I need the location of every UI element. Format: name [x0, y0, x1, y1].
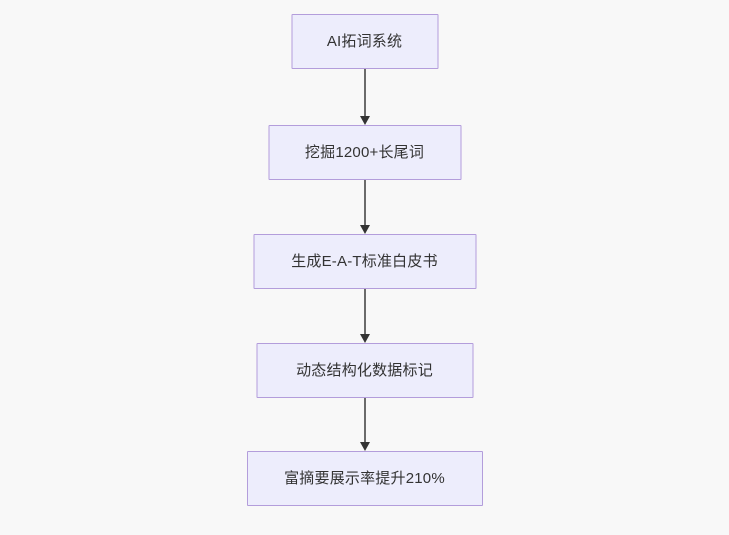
- flow-connector-n4-n5: [358, 398, 372, 451]
- arrow-down-icon: [359, 225, 370, 234]
- connector-line: [363, 289, 366, 335]
- flow-node-label: AI拓词系统: [326, 33, 403, 50]
- arrow-down-icon: [359, 116, 370, 125]
- arrow-down-icon: [359, 442, 370, 451]
- flow-node-label: 挖掘1200+长尾词: [304, 144, 425, 161]
- flow-node-label: 生成E-A-T标准白皮书: [291, 253, 438, 270]
- flow-connector-n1-n2: [358, 69, 372, 125]
- flow-node-label: 富摘要展示率提升210%: [284, 470, 445, 487]
- flow-node-generate-eat-whitepaper[interactable]: 生成E-A-T标准白皮书: [253, 234, 476, 289]
- flow-node-rich-snippet-impression-lift[interactable]: 富摘要展示率提升210%: [246, 451, 483, 506]
- flow-node-mine-longtail-keywords[interactable]: 挖掘1200+长尾词: [268, 125, 461, 180]
- arrow-down-icon: [359, 334, 370, 343]
- connector-line: [363, 180, 366, 226]
- flow-node-ai-keyword-system[interactable]: AI拓词系统: [291, 14, 438, 69]
- flow-node-label: 动态结构化数据标记: [296, 362, 433, 379]
- flow-node-dynamic-structured-data-markup[interactable]: 动态结构化数据标记: [256, 343, 473, 398]
- connector-line: [363, 398, 366, 443]
- connector-line: [363, 69, 366, 117]
- flow-connector-n2-n3: [358, 180, 372, 234]
- flow-connector-n3-n4: [358, 289, 372, 343]
